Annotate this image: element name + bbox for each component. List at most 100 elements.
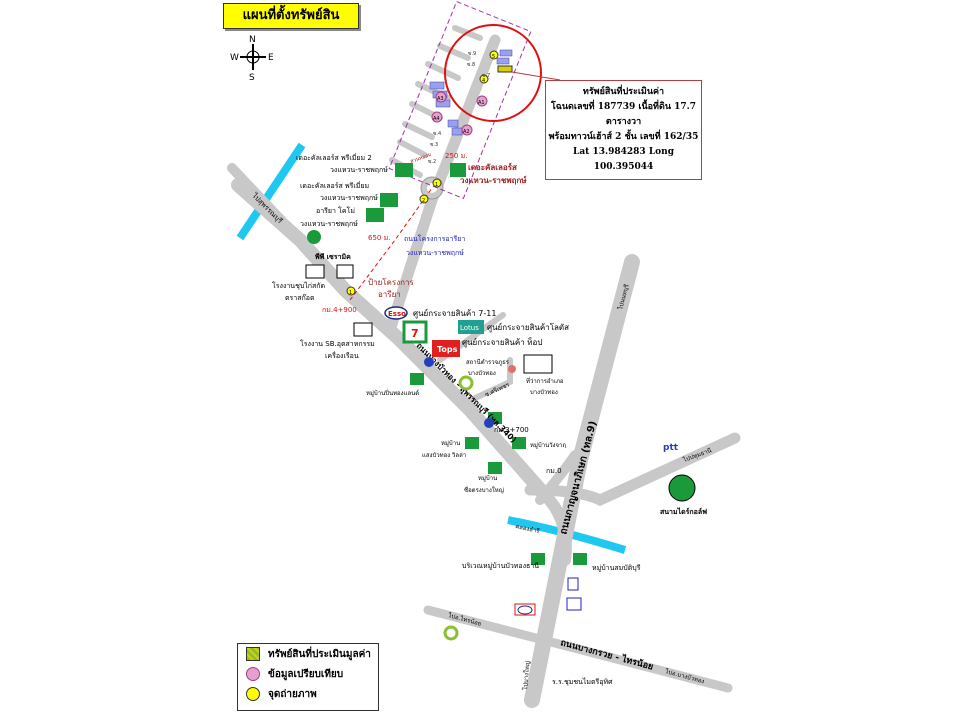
bangchak-icon-2 [443,625,459,641]
road-to-suphan [227,163,305,245]
svg-text:1: 1 [349,290,352,296]
svg-text:เดอะคัลเลอร์ส พรีเมี่ยม: เดอะคัลเลอร์ส พรีเมี่ยม [300,181,369,190]
svg-text:เดอะคัลเลอร์ส: เดอะคัลเลอร์ส [468,162,517,172]
road-interchange-2 [539,489,572,566]
bangchak-icon [458,375,474,391]
soi-labels: ซ.2ซ.3 ซ.4ซ.7 ซ.8ซ.9 [428,51,490,165]
svg-text:กม.3+700: กม.3+700 [494,426,529,434]
svg-text:หมู่บ้านปิ่นทองแลนด์: หมู่บ้านปิ่นทองแลนด์ [366,389,419,397]
svg-text:ไปอ.ไทรน้อย: ไปอ.ไทรน้อย [447,611,483,628]
legend-item-photo: จุดถ่ายภาพ [238,684,378,704]
canal-north [236,142,306,241]
svg-text:โรงงาน SB.อุตสาหกรรม: โรงงาน SB.อุตสาหกรรม [300,339,375,348]
svg-text:ถนนบางกรวย - ไทรน้อย: ถนนบางกรวย - ไทรน้อย [559,636,655,672]
svg-text:ptt: ptt [663,443,679,453]
villages [366,163,587,565]
svg-text:สนามไดร์กอล์ฟ: สนามไดร์กอล์ฟ [660,507,707,516]
svg-text:ซ.8: ซ.8 [467,62,475,68]
svg-text:เดอะคัลเลอร์ส พรีเมี่ยม 2: เดอะคัลเลอร์ส พรีเมี่ยม 2 [296,153,372,162]
svg-text:ซ.2: ซ.2 [428,159,436,165]
svg-text:7: 7 [411,327,419,340]
info-deed: โฉนดเลขที่ 187739 เนื้อที่ดิน 17.7 ตาราง… [550,102,697,127]
ptt-station-icon [424,357,434,367]
ptt-station-icon-2 [484,418,494,428]
svg-text:โรงงานชุบไก่สกัด: โรงงานชุบไก่สกัด [272,281,325,290]
svg-text:ร.ร.ชุมชนไมตรีอุทิศ: ร.ร.ชุมชนไมตรีอุทิศ [552,677,613,686]
brand-icons: Esso 7 Lotus Tops ptt [305,230,696,641]
svg-text:หมู่บ้านวังจาฤ: หมู่บ้านวังจาฤ [530,442,566,449]
road-highway9 [524,254,640,708]
svg-text:650 ม.: 650 ม. [368,234,390,242]
svg-text:อารียา: อารียา [378,290,401,299]
svg-text:ไปอ.บางบัวทอง: ไปอ.บางบัวทอง [664,667,706,685]
map-title: แผนที่ตั้งทรัพย์สิน [223,3,359,29]
seven-eleven-icon [402,320,428,344]
svg-text:1: 1 [435,182,438,188]
svg-text:Tops: Tops [437,345,458,354]
tops-icon [432,340,460,357]
svg-text:บางบัวทอง: บางบัวทอง [468,370,496,377]
hatched-square-icon [246,647,260,661]
info-heading: ทรัพย์สินที่ประเมินค่า [582,87,665,97]
svg-text:ที่ว่าการอำเภอ: ที่ว่าการอำเภอ [526,377,564,385]
route-line [349,187,433,301]
svg-text:กม.4+900: กม.4+900 [322,306,357,314]
svg-text:2: 2 [422,198,425,204]
svg-text:A2: A2 [463,129,470,135]
svg-text:ไปบางใหญ่: ไปบางใหญ่ [521,661,532,692]
subject-info-box: ทรัพย์สินที่ประเมินค่า โฉนดเลขที่ 187739… [545,80,702,180]
police-icon [508,365,516,373]
svg-text:ศูนย์กระจายสินค้าโลตัส: ศูนย์กระจายสินค้าโลตัส [487,322,569,333]
svg-text:วงแหวน-ราชพฤกษ์: วงแหวน-ราชพฤกษ์ [406,249,464,257]
esso-icon-2 [514,603,536,616]
svg-text:W: W [230,53,239,63]
svg-text:A3: A3 [437,96,444,102]
svg-text:วงแหวน-ราชพฤกษ์: วงแหวน-ราชพฤกษ์ [320,194,378,202]
comparables: A3 A4 A1 A2 [431,91,488,136]
svg-text:E: E [268,53,274,63]
svg-text:250 ม.: 250 ม. [445,152,467,160]
info-coordinates: Lat 13.984283 Long 100.395044 [573,147,674,172]
svg-text:พีพี เซรามิค: พีพี เซรามิค [315,253,351,261]
mitsubishi-icon [567,577,579,591]
svg-text:Lotus: Lotus [460,324,479,332]
svg-text:เครื่องเรือน: เครื่องเรือน [325,351,359,360]
ptt-icon [662,440,682,452]
svg-text:A4: A4 [433,116,440,122]
svg-text:ถนนโครงการอารียา: ถนนโครงการอารียา [404,234,465,243]
map-legend: ทรัพย์สินที่ประเมินมูลค่า ข้อมูลเปรียบเท… [237,643,379,711]
pink-circle-icon [246,667,260,681]
svg-text:หมู่บ้าน: หมู่บ้าน [478,475,497,482]
svg-text:A1: A1 [478,100,485,106]
svg-text:บริเวณหมู่บ้านบัวทองธานี: บริเวณหมู่บ้านบัวทองธานี [462,562,539,570]
place-labels: เดอะคัลเลอร์ส พรีเมี่ยม 2 วงแหวน-ราชพฤกษ์… [272,153,707,686]
svg-text:แสงบัวทอง วิลล่า: แสงบัวทอง วิลล่า [422,452,466,459]
svg-text:Esso: Esso [388,310,406,318]
road-bangkruai-sainoi [423,605,733,693]
svg-text:4: 4 [482,78,485,84]
project-boundary [388,0,532,200]
photo-points: 1 2 1 4 5 [346,50,499,296]
svg-text:ซ.7: ซ.7 [482,73,490,79]
svg-text:ตราสก๊อต: ตราสก๊อต [285,294,315,302]
svg-text:ศูนย์กระจายสินค้า ท็อป: ศูนย์กระจายสินค้า ท็อป [462,337,542,348]
legend-item-comparable: ข้อมูลเปรียบเทียบ [238,664,378,684]
svg-text:หมู่บ้าน: หมู่บ้าน [441,440,460,447]
svg-text:วงแหวน-ราชพฤกษ์: วงแหวน-ราชพฤกษ์ [300,220,358,228]
factory-icon [305,264,325,279]
compass: N S E W [230,35,274,83]
svg-text:ซื่อตรงบางใหญ่: ซื่อตรงบางใหญ่ [464,486,504,494]
callout-line [511,71,561,81]
subject-highlight-circle [444,24,542,122]
svg-text:N: N [249,35,256,45]
svg-text:วงแหวน-ราชพฤกษ์: วงแหวน-ราชพฤกษ์ [460,175,527,185]
svg-text:สถานีตำรวจภูธร: สถานีตำรวจภูธร [466,358,510,366]
pt-station-icon [307,230,321,244]
road-to-pathum [524,432,741,507]
factory-icon-2 [336,264,354,279]
svg-text:ซ.9: ซ.9 [468,51,476,57]
svg-text:5: 5 [492,54,495,60]
distance-labels: 250 ม. 650 ม. กม.4+900 กม.3+700 กม.0 [322,152,562,475]
factory-icon-3 [353,322,373,337]
